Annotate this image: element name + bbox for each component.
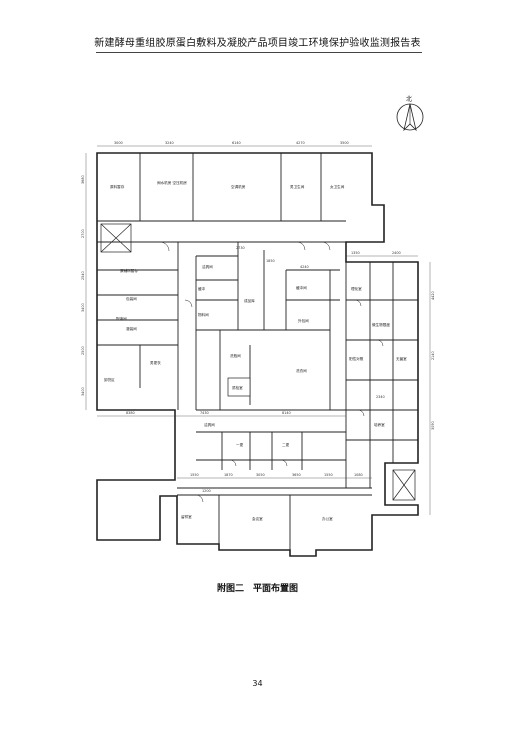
room-label: 阀水机房 空压机房 (157, 180, 187, 185)
room-label: 留样室 (181, 514, 192, 519)
room-label: 一更 (236, 442, 244, 447)
dim-label: 3650 (292, 473, 301, 477)
dim-label: 3680 (81, 175, 85, 184)
dim-label: 6140 (232, 141, 241, 145)
dim-label: 1550 (190, 473, 199, 477)
dim-label: 2500 (81, 346, 85, 355)
header-rule (96, 52, 422, 53)
dim-label: 2700 (81, 229, 85, 238)
room-label: 女卫生间 (330, 184, 345, 189)
dim-label: 1870 (224, 473, 233, 477)
room-label: 男卫生间 (290, 184, 305, 189)
dim-label: 8140 (282, 411, 291, 415)
room-label: 洁具间 (204, 422, 215, 427)
dim-label: 4420 (431, 291, 435, 300)
room-label: 男更衣 (150, 360, 161, 365)
room-label: 阳性对照 (349, 356, 364, 361)
dim-label: 1550 (324, 473, 333, 477)
room-label: 卸货区 (104, 377, 115, 382)
room-label: 原辅料暂存 (120, 268, 138, 273)
dimension-lines (85, 145, 431, 515)
dim-label: 3400 (81, 303, 85, 312)
north-label: 北 (406, 95, 412, 103)
room-label: 办公室 (322, 516, 333, 521)
dim-label: 3050 (256, 473, 265, 477)
room-label: 洗衣间 (296, 368, 307, 373)
room-label: 理化室 (351, 286, 362, 291)
room-label: 洗瓶间 (230, 353, 241, 358)
room-labels: 原料暂存 阀水机房 空压机房 空调机房 男卫生间 女卫生间 原辅料暂存 包装间 … (104, 180, 407, 521)
dim-label: 2730 (236, 246, 245, 250)
room-label: 成品库 (244, 298, 255, 303)
room-label: 空调机房 (231, 184, 246, 189)
dim-label: 1350 (351, 251, 360, 255)
dim-label: 2540 (81, 271, 85, 280)
room-label: 包装间 (126, 296, 137, 301)
door-swings (159, 241, 384, 503)
page-number: 34 (252, 679, 263, 688)
room-label: 会议室 (252, 516, 263, 521)
shaft-markers (100, 223, 416, 501)
dim-label: 1850 (266, 259, 275, 263)
room-label: 洁具间 (202, 264, 213, 269)
dim-label: 3090 (431, 421, 435, 430)
room-label: 无菌室 (396, 356, 407, 361)
north-arrow-icon: 北 (396, 95, 424, 132)
room-label: 二更 (282, 442, 290, 447)
dim-label: 3000 (114, 141, 123, 145)
room-label: 质检室 (232, 385, 243, 390)
dim-label: 7430 (200, 411, 209, 415)
interior-walls (97, 153, 418, 550)
vertical-dimension-labels: 3680 2700 2540 3400 2500 3400 4420 2140 … (81, 175, 435, 430)
dim-label: 3240 (165, 141, 174, 145)
page-header: 新建酵母重组胶原蛋白敷料及凝胶产品项目竣工环境保护验收监测报告表 (94, 38, 421, 49)
dim-label: 2340 (376, 395, 385, 399)
room-label: 物料间 (198, 312, 209, 317)
dim-label: 4240 (300, 265, 309, 269)
dim-label: 2400 (392, 251, 401, 255)
dim-label: 2140 (431, 351, 435, 360)
figure-caption: 附图二 平面布置图 (216, 584, 298, 594)
dim-label: 8380 (126, 411, 135, 415)
room-label: 原料暂存 (110, 184, 125, 189)
room-label: 微生物限度 (372, 322, 390, 327)
dim-label: 1200 (202, 489, 211, 493)
dim-label: 3400 (81, 387, 85, 396)
dim-label: 4270 (296, 141, 305, 145)
dim-label: 1080 (354, 473, 363, 477)
dimension-labels: 3000 3240 6140 4270 3500 2730 1850 4240 … (114, 141, 401, 493)
room-label: 缓冲间 (296, 285, 307, 290)
room-label: 灌装间 (126, 326, 137, 331)
room-label: 配液间 (116, 316, 127, 321)
room-label: 外包间 (298, 318, 309, 323)
dim-label: 3500 (340, 141, 349, 145)
room-label: 培养室 (374, 422, 385, 427)
room-label: 缓冲 (198, 286, 206, 291)
